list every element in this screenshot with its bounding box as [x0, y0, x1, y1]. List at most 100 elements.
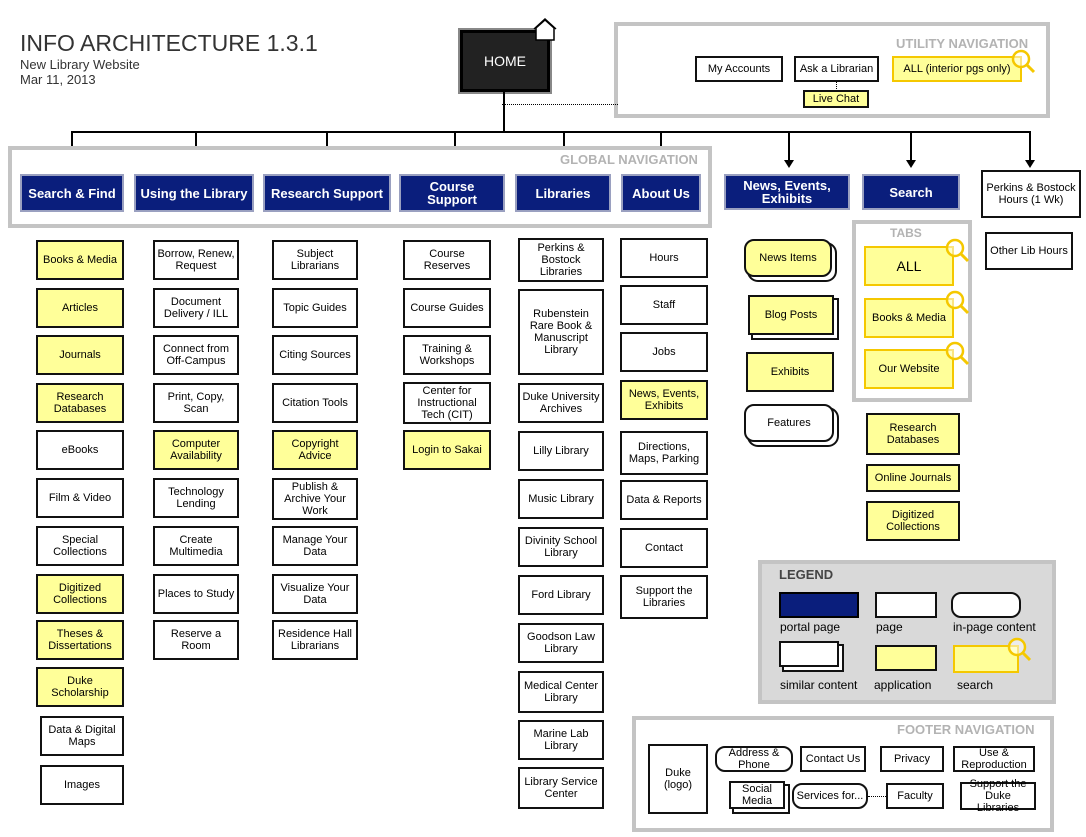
- lib-item[interactable]: Perkins & Bostock Libraries: [518, 238, 604, 282]
- search-app-item[interactable]: Digitized Collections: [866, 501, 960, 541]
- search-icon: [945, 341, 970, 366]
- footer-contact-us[interactable]: Contact Us: [800, 746, 866, 772]
- exhibits[interactable]: Exhibits: [746, 352, 834, 392]
- ul-item[interactable]: Document Delivery / ILL: [153, 288, 239, 328]
- legend-portal-label: portal page: [780, 620, 841, 634]
- about-item[interactable]: Data & Reports: [620, 480, 708, 520]
- live-chat-button[interactable]: Live Chat: [803, 90, 869, 108]
- footer-faculty[interactable]: Faculty: [886, 783, 944, 809]
- duke-logo[interactable]: Duke (logo): [648, 744, 708, 814]
- sf-item[interactable]: Data & Digital Maps: [40, 716, 124, 756]
- sf-item[interactable]: Duke Scholarship: [36, 667, 124, 707]
- search-icon: [945, 238, 970, 263]
- ul-item[interactable]: Print, Copy, Scan: [153, 383, 239, 423]
- lib-item[interactable]: Music Library: [518, 479, 604, 519]
- rs-item[interactable]: Residence Hall Librarians: [272, 620, 358, 660]
- cs-item[interactable]: Course Reserves: [403, 240, 491, 280]
- nav-news-events-exhibits[interactable]: News, Events, Exhibits: [724, 174, 850, 210]
- footer-privacy[interactable]: Privacy: [880, 746, 944, 772]
- ul-item[interactable]: Reserve a Room: [153, 620, 239, 660]
- sf-item[interactable]: Digitized Collections: [36, 574, 124, 614]
- rs-item[interactable]: Subject Librarians: [272, 240, 358, 280]
- tab-our-website[interactable]: Our Website: [864, 349, 954, 389]
- ul-item[interactable]: Technology Lending: [153, 478, 239, 518]
- lib-item[interactable]: Divinity School Library: [518, 527, 604, 567]
- about-item[interactable]: Contact: [620, 528, 708, 568]
- my-accounts-button[interactable]: My Accounts: [695, 56, 783, 82]
- hours-page[interactable]: Perkins & Bostock Hours (1 Wk): [981, 170, 1081, 218]
- lib-item[interactable]: Marine Lab Library: [518, 720, 604, 760]
- ul-item[interactable]: Borrow, Renew, Request: [153, 240, 239, 280]
- features[interactable]: Features: [744, 404, 834, 442]
- sf-item[interactable]: Journals: [36, 335, 124, 375]
- nav-search-find[interactable]: Search & Find: [20, 174, 124, 212]
- lib-item[interactable]: Lilly Library: [518, 431, 604, 471]
- sf-item[interactable]: Images: [40, 765, 124, 805]
- rs-item[interactable]: Citing Sources: [272, 335, 358, 375]
- sf-item[interactable]: Articles: [36, 288, 124, 328]
- legend-portal-swatch: [779, 592, 859, 618]
- rs-item[interactable]: Citation Tools: [272, 383, 358, 423]
- rs-item[interactable]: Visualize Your Data: [272, 574, 358, 614]
- sf-item[interactable]: Books & Media: [36, 240, 124, 280]
- sf-item[interactable]: eBooks: [36, 430, 124, 470]
- sf-item[interactable]: Film & Video: [36, 478, 124, 518]
- search-app-item[interactable]: Online Journals: [866, 464, 960, 492]
- ul-item[interactable]: Create Multimedia: [153, 526, 239, 566]
- legend-application-swatch: [875, 645, 937, 671]
- about-item[interactable]: Jobs: [620, 332, 708, 372]
- legend-title: LEGEND: [779, 567, 834, 582]
- nav-search[interactable]: Search: [862, 174, 960, 210]
- search-icon: [1011, 49, 1036, 74]
- nav-course-support[interactable]: Course Support: [399, 174, 505, 212]
- footer-support-duke-libraries[interactable]: Support the Duke Libraries: [960, 778, 1036, 814]
- sf-item[interactable]: Special Collections: [36, 526, 124, 566]
- lib-item[interactable]: Medical Center Library: [518, 671, 604, 713]
- legend-page-label: page: [876, 620, 903, 634]
- lib-item[interactable]: Goodson Law Library: [518, 623, 604, 663]
- ul-item[interactable]: Computer Availability: [153, 430, 239, 470]
- tabs-title: TABS: [890, 226, 922, 240]
- tab-all[interactable]: ALL: [864, 246, 954, 286]
- lib-item[interactable]: Library Service Center: [518, 767, 604, 809]
- rs-item[interactable]: Copyright Advice: [272, 430, 358, 470]
- home-node[interactable]: HOME: [460, 30, 550, 92]
- about-item[interactable]: Directions, Maps, Parking: [620, 431, 708, 475]
- nav-libraries[interactable]: Libraries: [515, 174, 611, 212]
- lib-item[interactable]: Ford Library: [518, 575, 604, 615]
- rs-item[interactable]: Publish & Archive Your Work: [272, 478, 358, 520]
- about-item[interactable]: News, Events, Exhibits: [620, 380, 708, 420]
- footer-social-media[interactable]: Social Media: [729, 781, 785, 809]
- utility-search-box[interactable]: ALL (interior pgs only): [892, 56, 1022, 82]
- ask-librarian-button[interactable]: Ask a Librarian: [794, 56, 879, 82]
- legend-application-label: application: [874, 678, 932, 692]
- footer-address-phone[interactable]: Address & Phone: [715, 746, 793, 772]
- other-lib-hours[interactable]: Other Lib Hours: [985, 232, 1073, 270]
- rs-item[interactable]: Manage Your Data: [272, 526, 358, 566]
- cs-item[interactable]: Center for Instructional Tech (CIT): [403, 382, 491, 424]
- about-item[interactable]: Staff: [620, 285, 708, 325]
- footer-use-reproduction[interactable]: Use & Reproduction: [953, 746, 1035, 772]
- lib-item[interactable]: Rubenstein Rare Book & Manuscript Librar…: [518, 289, 604, 375]
- news-items[interactable]: News Items: [744, 239, 832, 277]
- sf-item[interactable]: Theses & Dissertations: [36, 620, 124, 660]
- cs-item[interactable]: Training & Workshops: [403, 335, 491, 375]
- cs-item[interactable]: Login to Sakai: [403, 430, 491, 470]
- search-app-item[interactable]: Research Databases: [866, 413, 960, 455]
- lib-item[interactable]: Duke University Archives: [518, 383, 604, 423]
- nav-about-us[interactable]: About Us: [621, 174, 701, 212]
- footer-services-for[interactable]: Services for...: [792, 783, 868, 809]
- search-icon: [1007, 637, 1032, 662]
- legend-inpage-label: in-page content: [953, 620, 1036, 634]
- nav-research-support[interactable]: Research Support: [263, 174, 391, 212]
- nav-using-library[interactable]: Using the Library: [134, 174, 254, 212]
- about-item[interactable]: Support the Libraries: [620, 575, 708, 619]
- ul-item[interactable]: Places to Study: [153, 574, 239, 614]
- sf-item[interactable]: Research Databases: [36, 383, 124, 423]
- blog-posts[interactable]: Blog Posts: [748, 295, 834, 335]
- tab-books-media[interactable]: Books & Media: [864, 298, 954, 338]
- rs-item[interactable]: Topic Guides: [272, 288, 358, 328]
- ul-item[interactable]: Connect from Off-Campus: [153, 335, 239, 375]
- about-item[interactable]: Hours: [620, 238, 708, 278]
- cs-item[interactable]: Course Guides: [403, 288, 491, 328]
